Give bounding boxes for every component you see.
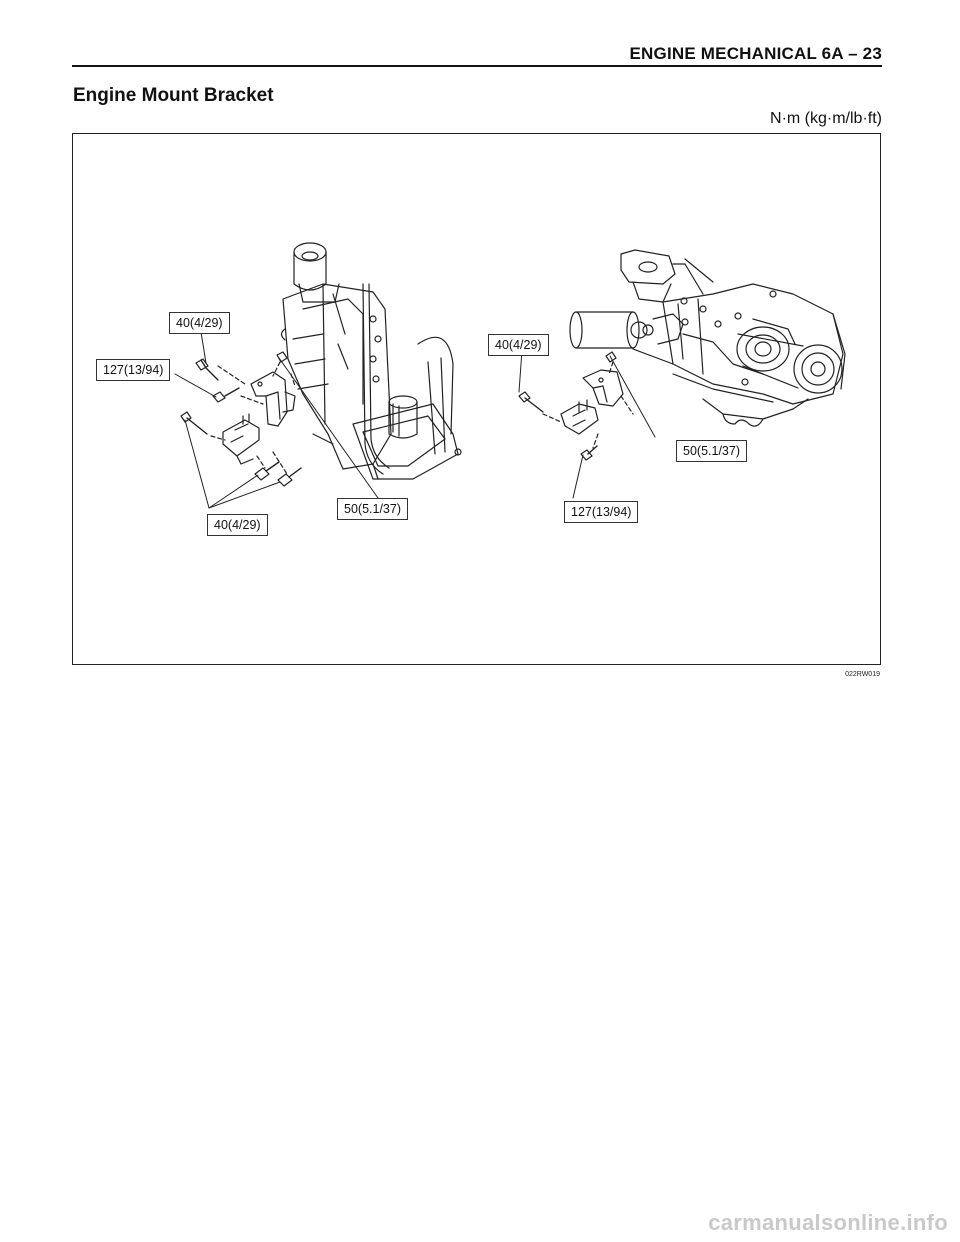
left-engine-drawing	[280, 242, 462, 480]
callout-right-upper-bolt: 40(4/29)	[488, 334, 549, 356]
callout-left-lower-bolts: 40(4/29)	[207, 514, 268, 536]
torque-units: N·m (kg·m/lb·ft)	[770, 110, 882, 127]
right-engine-drawing	[569, 249, 846, 427]
figure-frame: 40(4/29) 127(13/94) 50(5.1/37) 40(4/29) …	[72, 133, 881, 665]
engine-mount-illustration	[174, 242, 846, 509]
figure-code: 022RW019	[845, 671, 880, 678]
left-bracket-parts	[180, 351, 302, 487]
callout-leaders	[174, 331, 656, 509]
watermark: carmanualsonline.info	[708, 1210, 948, 1235]
header-rule	[72, 65, 882, 67]
callout-right-nut: 50(5.1/37)	[676, 440, 747, 462]
page-header-title: ENGINE MECHANICAL 6A – 23	[629, 44, 882, 63]
section-title: Engine Mount Bracket	[73, 85, 274, 106]
callout-left-upper-bolt: 40(4/29)	[169, 312, 230, 334]
callout-right-mount-bolt: 127(13/94)	[564, 501, 639, 523]
callout-left-mount-bolt: 127(13/94)	[96, 359, 171, 381]
right-bracket-parts	[518, 351, 634, 461]
callout-left-nut: 50(5.1/37)	[337, 498, 408, 520]
